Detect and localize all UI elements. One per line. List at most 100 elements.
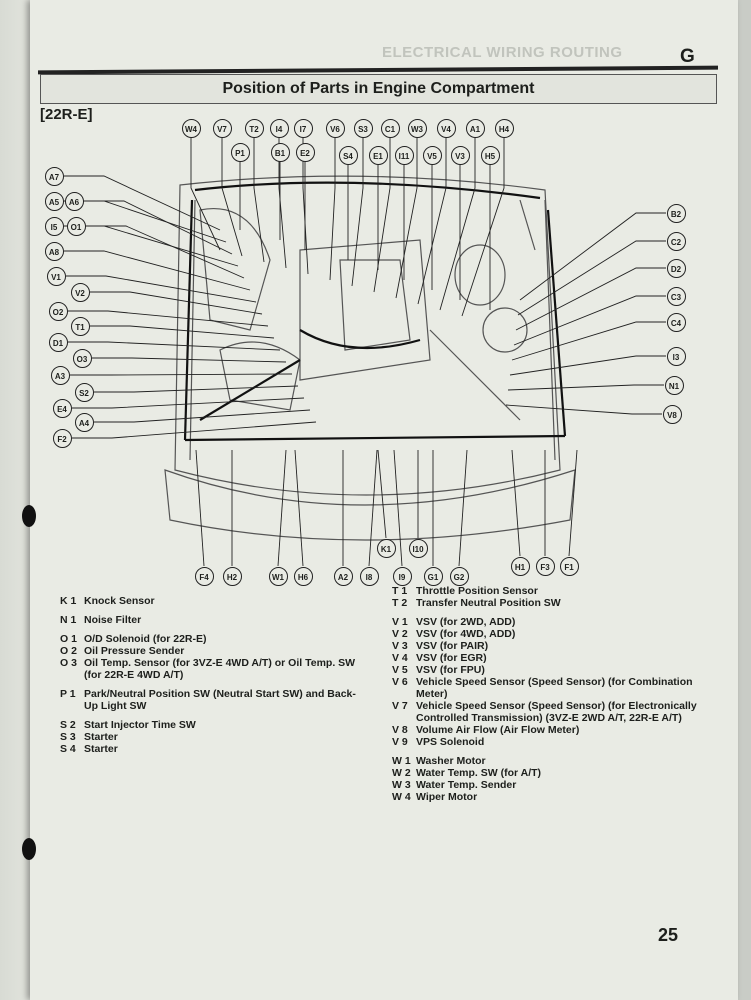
leader-line [190, 138, 221, 251]
callout-b1: B1 [270, 142, 290, 162]
legend-text: Oil Temp. Sensor (for 3VZ-E 4WD A/T) or … [84, 657, 356, 681]
legend-code: S 4 [60, 743, 76, 755]
callout-c4: C4 [666, 312, 686, 332]
legend-text: VSV (for 2WD, ADD) [416, 616, 516, 628]
callout-i8: I8 [359, 566, 379, 586]
legend-text: Vehicle Speed Sensor (Speed Sensor) (for… [416, 700, 697, 724]
legend-code: T 2 [392, 597, 408, 609]
leader-line [568, 449, 578, 557]
leader-line [511, 449, 521, 557]
leader-line [395, 138, 418, 299]
callout-h6: H6 [293, 566, 313, 586]
callout-e2: E2 [295, 142, 315, 162]
leader-line [511, 321, 666, 361]
legend-item: K 1 Knock Sensor [60, 595, 360, 607]
legend-item: W 4 Wiper Motor [392, 791, 712, 803]
callout-v2: V2 [70, 282, 90, 302]
legend-text: VSV (for FPU) [416, 664, 485, 676]
legend-text: Throttle Position Sensor [416, 585, 538, 597]
callout-w1: W1 [268, 566, 288, 586]
leader-line [221, 138, 243, 257]
legend-item: V 5 VSV (for FPU) [392, 664, 712, 676]
legend-code: V 8 [392, 724, 408, 736]
callout-o2: O2 [48, 301, 68, 321]
leader-line [417, 138, 447, 305]
leader-line [439, 138, 476, 311]
engine-model-label: [22R-E] [40, 106, 93, 123]
legend-code: P 1 [60, 688, 76, 700]
legend-code: W 3 [392, 779, 411, 791]
leader-line [84, 200, 233, 255]
section-letter: G [680, 46, 695, 67]
callout-i3: I3 [666, 346, 686, 366]
leader-line [72, 397, 305, 409]
callout-e4: E4 [52, 398, 72, 418]
legend-text: Water Temp. SW (for A/T) [416, 767, 542, 779]
legend-text: Noise Filter [84, 614, 142, 626]
legend-code: O 3 [60, 657, 77, 669]
leader-line [519, 212, 666, 301]
callout-f2: F2 [52, 428, 72, 448]
leader-line [253, 138, 265, 263]
callout-w4: W4 [181, 118, 201, 138]
legend-code: S 3 [60, 731, 76, 743]
callout-a5: A5 [44, 191, 64, 211]
manual-page: ELECTRICAL WIRING ROUTING G Position of … [22, 0, 738, 1000]
legend-text: Transfer Neutral Position SW [416, 597, 561, 609]
legend-text: Knock Sensor [84, 595, 155, 607]
callout-v3: V3 [450, 145, 470, 165]
legend-code: V 2 [392, 628, 408, 640]
leader-line [517, 240, 666, 316]
leader-line [513, 295, 666, 346]
callout-d2: D2 [666, 258, 686, 278]
callout-i7: I7 [293, 118, 313, 138]
callout-g1: G1 [423, 566, 443, 586]
legend-text: Wiper Motor [416, 791, 478, 803]
legend-code: V 5 [392, 664, 408, 676]
callout-o3: O3 [72, 348, 92, 368]
callout-i10: I10 [408, 538, 428, 558]
leader-line [515, 267, 666, 331]
callout-s3: S3 [353, 118, 373, 138]
legend-code: K 1 [60, 595, 77, 607]
legend-text: Volume Air Flow (Air Flow Meter) [416, 724, 580, 736]
legend-code: S 2 [60, 719, 76, 731]
callout-d1: D1 [48, 332, 68, 352]
binding-hole [22, 838, 36, 860]
leader-line [64, 250, 251, 291]
leader-line [68, 341, 281, 351]
legend-text: Starter [84, 743, 118, 755]
leader-line [64, 175, 221, 231]
callout-f3: F3 [535, 556, 555, 576]
page-title: Position of Parts in Engine Compartment [40, 74, 717, 104]
legend-item: S 4 Starter [60, 743, 360, 755]
callout-a6: A6 [64, 191, 84, 211]
legend-text: VSV (for PAIR) [416, 640, 489, 652]
leader-line [92, 357, 287, 363]
leader-lines [64, 138, 666, 567]
legend-code: V 6 [392, 676, 408, 688]
callout-f1: F1 [559, 556, 579, 576]
callout-v4: V4 [436, 118, 456, 138]
leader-line [94, 409, 311, 423]
leader-line [505, 404, 662, 415]
section-header: ELECTRICAL WIRING ROUTING [382, 44, 623, 61]
leader-line [90, 325, 275, 339]
callout-i11: I11 [394, 145, 414, 165]
legend-code: W 4 [392, 791, 411, 803]
callout-f4: F4 [194, 566, 214, 586]
legend-text: VSV (for EGR) [416, 652, 487, 664]
callout-t2: T2 [244, 118, 264, 138]
